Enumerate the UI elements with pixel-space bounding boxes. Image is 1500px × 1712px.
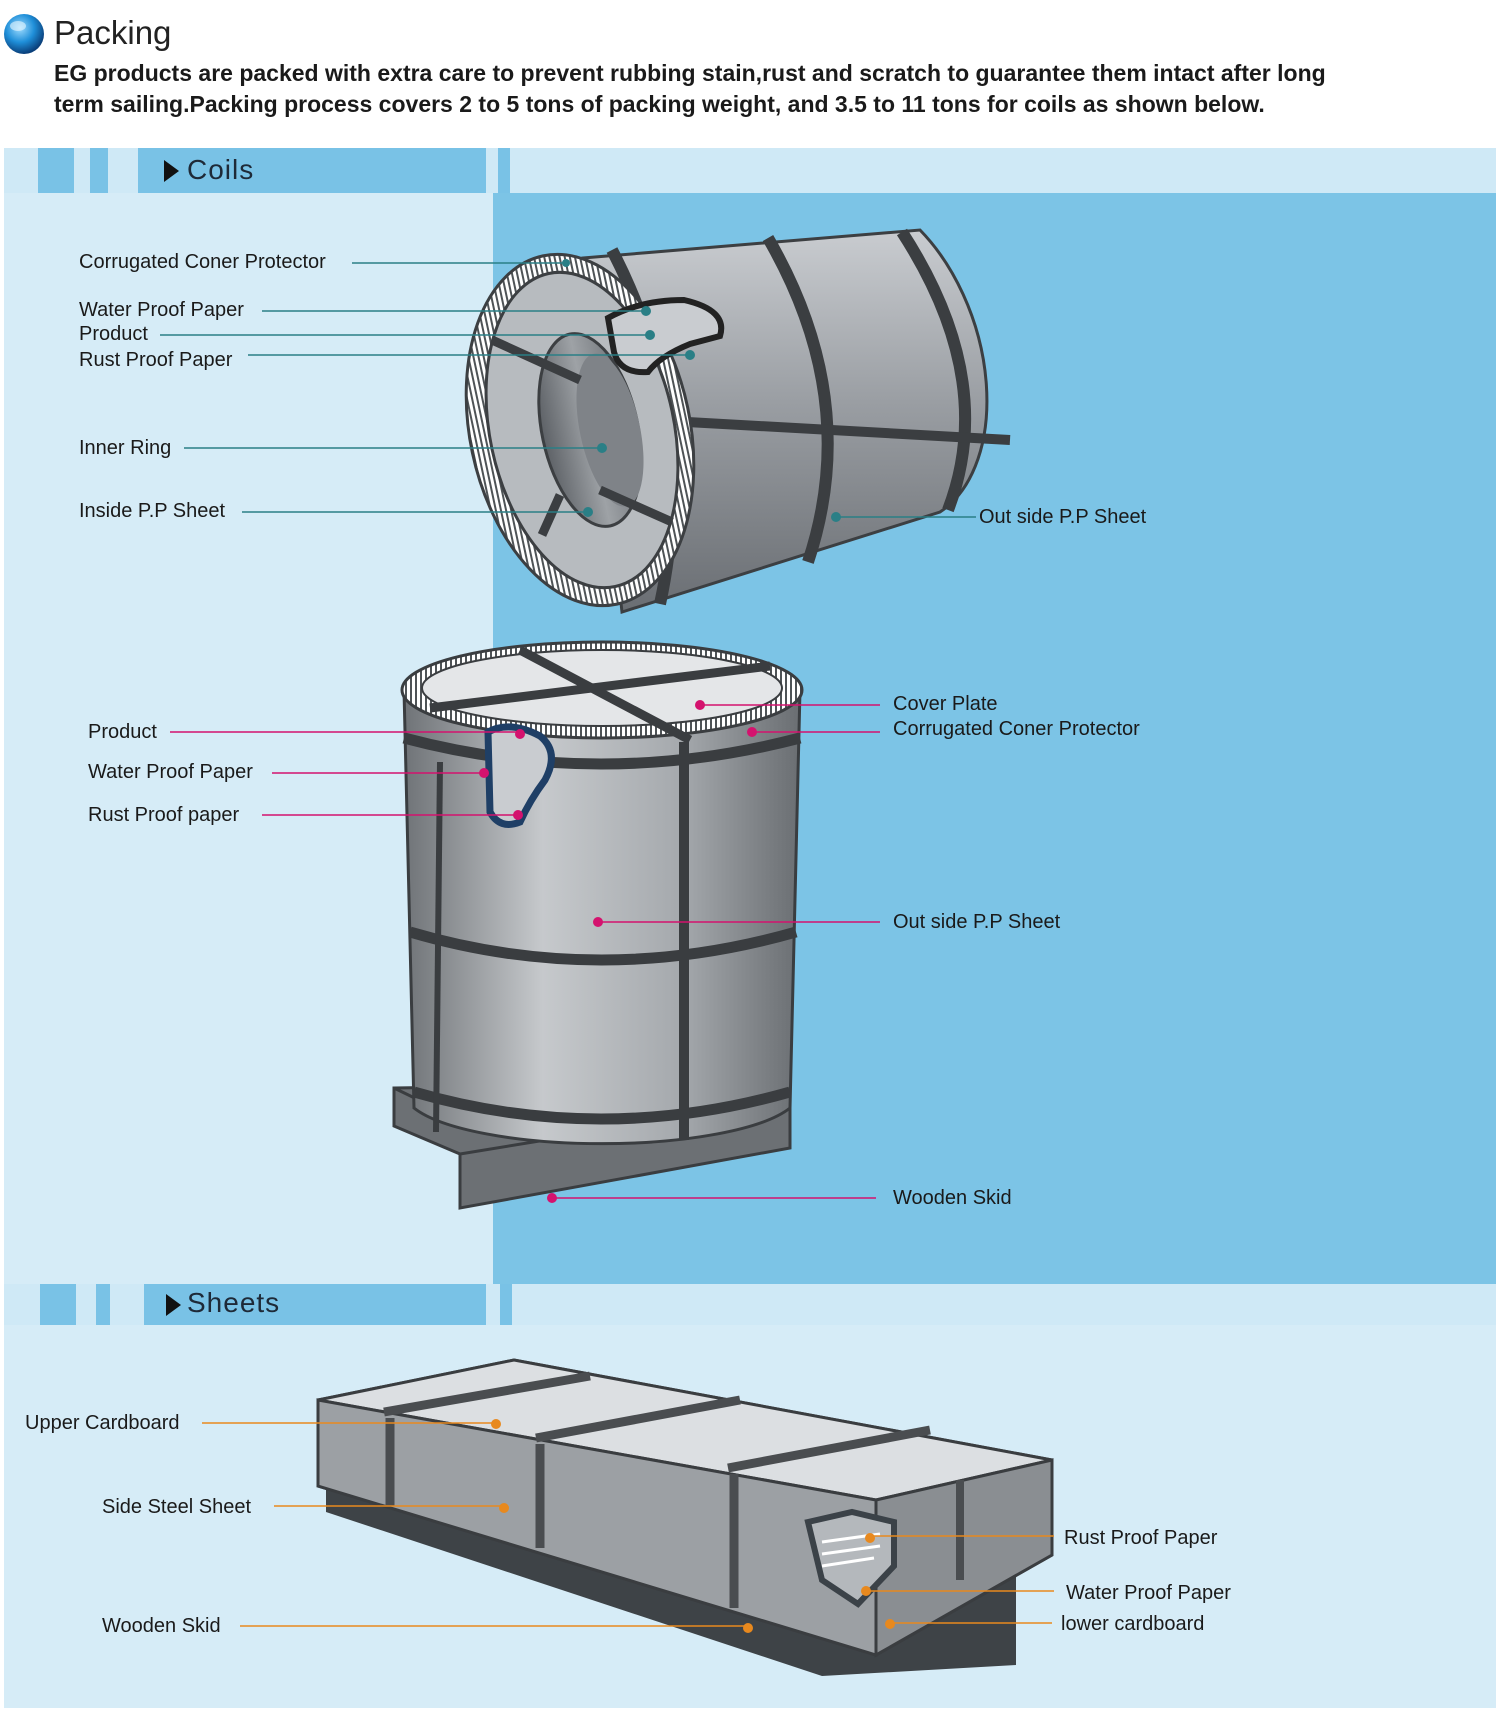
label-corrugated-protector: Corrugated Coner Protector bbox=[79, 251, 326, 273]
label-wooden-skid: Wooden Skid bbox=[893, 1187, 1012, 1209]
label-wooden-skid: Wooden Skid bbox=[102, 1615, 221, 1637]
label-water-proof-paper: Water Proof Paper bbox=[88, 761, 253, 783]
label-product: Product bbox=[88, 721, 157, 743]
label-water-proof-paper: Water Proof Paper bbox=[79, 299, 244, 321]
label-outside-pp-sheet: Out side P.P Sheet bbox=[979, 506, 1147, 528]
label-cover-plate: Cover Plate bbox=[893, 693, 998, 715]
intro-text: EG products are packed with extra care t… bbox=[54, 58, 1354, 120]
label-rust-proof-paper: Rust Proof Paper bbox=[1064, 1527, 1218, 1549]
label-upper-cardboard: Upper Cardboard bbox=[25, 1412, 180, 1434]
label-rust-proof-paper: Rust Proof paper bbox=[88, 804, 240, 826]
tab-coils[interactable]: Coils bbox=[187, 154, 255, 185]
label-water-proof-paper: Water Proof Paper bbox=[1066, 1582, 1231, 1604]
coil-vertical-leaders bbox=[170, 700, 880, 1203]
coil-horizontal-leaders bbox=[160, 259, 976, 522]
label-inside-pp-sheet: Inside P.P Sheet bbox=[79, 500, 226, 522]
label-rust-proof-paper: Rust Proof Paper bbox=[79, 349, 233, 371]
sheet-bundle bbox=[316, 1358, 1054, 1676]
label-product: Product bbox=[79, 323, 148, 345]
globe-icon bbox=[4, 14, 44, 54]
intro-line-2: term sailing.Packing process covers 2 to… bbox=[54, 91, 1265, 117]
label-lower-cardboard: lower cardboard bbox=[1061, 1613, 1205, 1635]
intro-line-1: EG products are packed with extra care t… bbox=[54, 60, 1326, 86]
label-inner-ring: Inner Ring bbox=[79, 437, 172, 459]
page-title: Packing bbox=[54, 14, 172, 51]
label-outside-pp-sheet: Out side P.P Sheet bbox=[893, 911, 1061, 933]
sheet-leaders bbox=[202, 1419, 1054, 1633]
sheets-tab-bar: Sheets bbox=[4, 1284, 1496, 1325]
horizontal-coil bbox=[464, 228, 1011, 614]
label-side-steel-sheet: Side Steel Sheet bbox=[102, 1496, 251, 1518]
label-corrugated-protector: Corrugated Coner Protector bbox=[893, 718, 1140, 740]
tab-sheets[interactable]: Sheets bbox=[187, 1287, 281, 1318]
coils-tab-bar: Coils bbox=[4, 148, 1496, 193]
play-arrow-icon bbox=[164, 160, 179, 182]
vertical-coil bbox=[392, 640, 804, 1210]
play-arrow-icon bbox=[166, 1294, 181, 1316]
